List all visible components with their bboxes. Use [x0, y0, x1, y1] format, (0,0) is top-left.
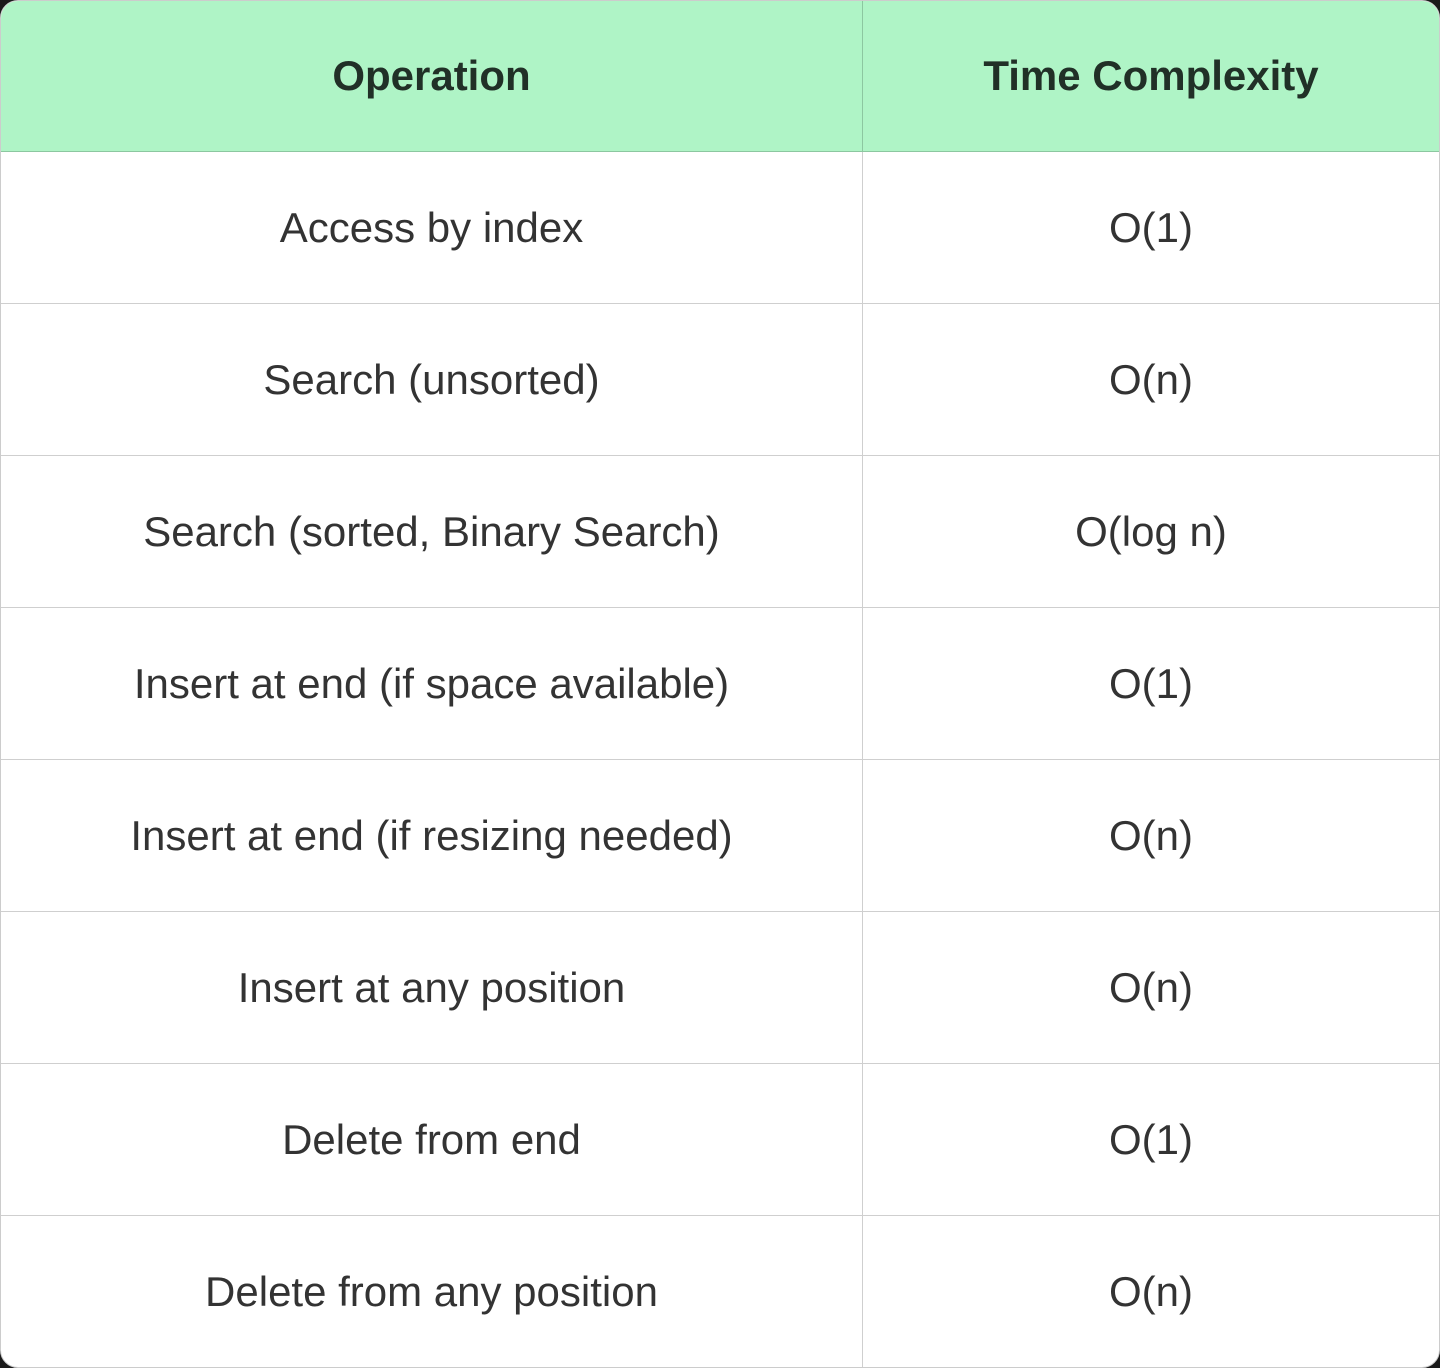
table-row: Insert at end (if resizing needed) O(n): [1, 760, 1439, 912]
complexity-cell: O(n): [1109, 811, 1193, 859]
complexity-cell: O(1): [1109, 659, 1193, 707]
operation-cell: Insert at end (if resizing needed): [1, 760, 863, 911]
table-row: Insert at end (if space available) O(1): [1, 608, 1439, 760]
operation-cell: Access by index: [1, 152, 863, 303]
table-row: Delete from end O(1): [1, 1064, 1439, 1216]
operation-cell: Delete from end: [1, 1064, 863, 1215]
header-operation: Operation: [1, 1, 863, 151]
table-row: Insert at any position O(n): [1, 912, 1439, 1064]
operation-cell: Delete from any position: [1, 1216, 863, 1367]
table-row: Search (unsorted) O(n): [1, 304, 1439, 456]
complexity-cell: O(1): [1109, 1115, 1193, 1163]
complexity-cell: O(n): [1109, 963, 1193, 1011]
operation-cell: Search (sorted, Binary Search): [1, 456, 863, 607]
complexity-cell: O(n): [1109, 1268, 1193, 1315]
operation-cell: Insert at any position: [1, 912, 863, 1063]
header-time-complexity: Time Complexity: [983, 52, 1319, 99]
table-row: Delete from any position O(n): [1, 1216, 1439, 1367]
table-header-row: Operation Time Complexity: [1, 1, 1439, 152]
operation-cell: Insert at end (if space available): [1, 608, 863, 759]
operation-cell: Search (unsorted): [1, 304, 863, 455]
complexity-cell: O(log n): [1075, 507, 1227, 555]
table-row: Search (sorted, Binary Search) O(log n): [1, 456, 1439, 608]
complexity-cell: O(1): [1109, 203, 1193, 251]
table-row: Access by index O(1): [1, 152, 1439, 304]
complexity-cell: O(n): [1109, 355, 1193, 403]
